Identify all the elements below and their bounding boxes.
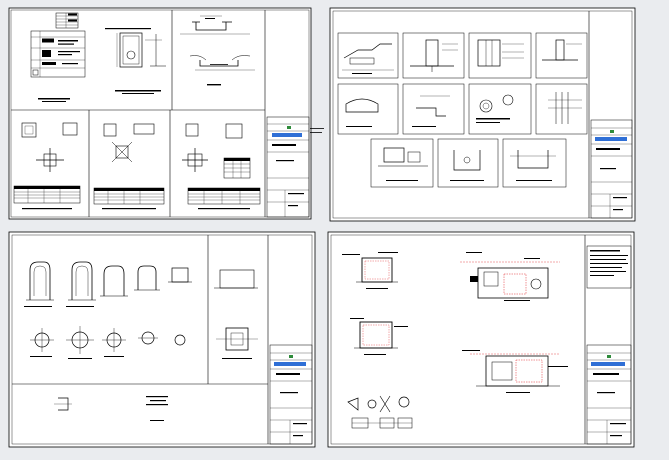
manhole-sections — [24, 261, 192, 307]
manhole-plans — [30, 326, 186, 359]
panel-inlet-section — [105, 28, 166, 94]
sheet-bottom-right[interactable] — [327, 231, 635, 448]
panel-junction-3 — [182, 123, 261, 210]
title-block — [266, 116, 324, 218]
chamber-detail — [214, 269, 258, 359]
title-block — [269, 344, 313, 445]
title-block — [586, 344, 632, 445]
title-block — [590, 119, 633, 219]
plan-layout — [460, 252, 560, 301]
small-details — [54, 396, 168, 421]
section-layout — [462, 350, 568, 393]
tank-detail-2 — [350, 318, 408, 355]
sheet-bottom-left[interactable] — [8, 231, 316, 448]
panel-junction-1 — [13, 122, 81, 210]
panel-junction-2 — [93, 123, 165, 210]
sheet-top-right[interactable] — [329, 7, 636, 222]
panel-channel-details — [180, 15, 255, 86]
pipe-fittings — [347, 395, 413, 429]
tank-detail-1 — [342, 252, 398, 289]
panel-legend-table — [30, 12, 86, 102]
sheet-top-left[interactable] — [8, 7, 324, 220]
detail-grid — [337, 32, 588, 188]
general-notes — [586, 245, 632, 289]
